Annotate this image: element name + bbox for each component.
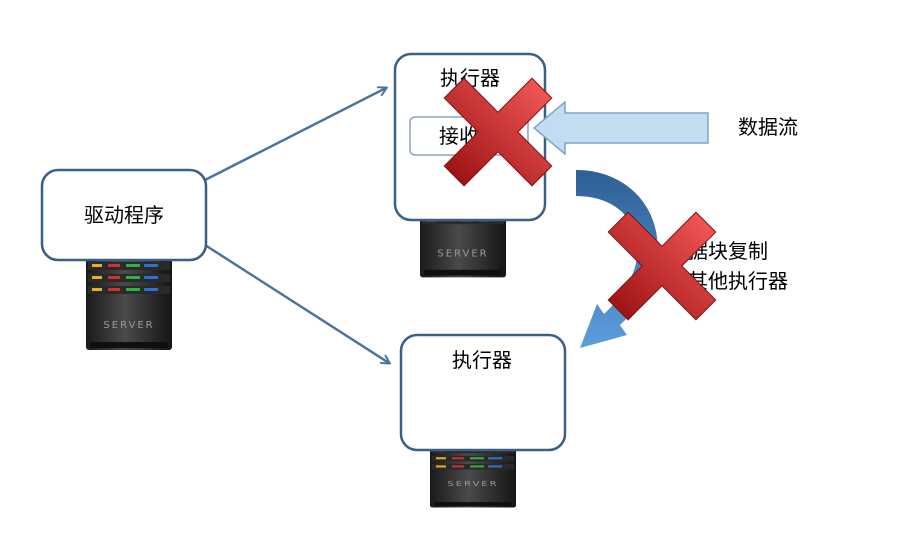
driver-label: 驱动程序 <box>84 203 164 227</box>
executor-bottom-node: 执行器 <box>399 333 567 452</box>
server-brand-label: SERVER <box>447 480 498 488</box>
connector-driver-to-bottom-executor <box>204 243 389 363</box>
server-brand-label: SERVER <box>437 249 488 260</box>
connector-driver-to-top-executor <box>204 88 386 182</box>
data-stream-label: 数据流 <box>738 115 798 139</box>
server-icon-driver: SERVER <box>86 258 172 350</box>
server-brand-label: SERVER <box>103 320 154 331</box>
failure-x-icon-receiver <box>443 77 553 187</box>
data-stream-arrow <box>532 100 709 156</box>
server-icon-bottom-executor: SERVER <box>430 445 516 508</box>
executor-bottom-title: 执行器 <box>452 348 512 372</box>
driver-node: 驱动程序 <box>40 168 208 262</box>
failure-x-icon-replication <box>607 211 717 321</box>
server-icon-top-executor: SERVER <box>420 190 506 278</box>
